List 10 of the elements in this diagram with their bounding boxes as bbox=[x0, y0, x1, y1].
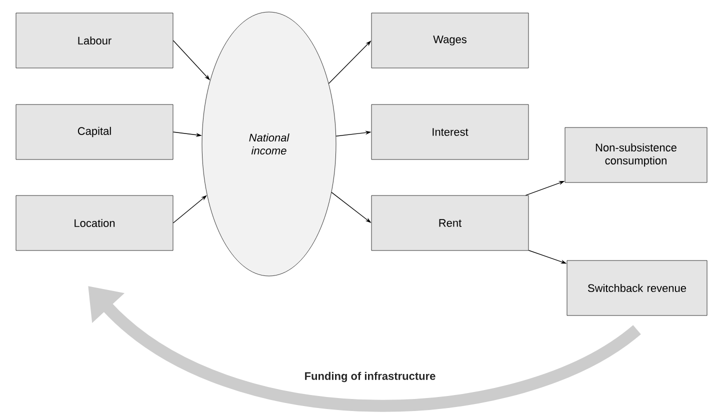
box: Rent bbox=[371, 195, 529, 251]
box: Labour bbox=[16, 12, 174, 68]
box: Capital bbox=[16, 104, 174, 160]
oval: National income bbox=[202, 12, 336, 276]
box: Interest bbox=[371, 104, 529, 160]
box: Switchback revenue bbox=[566, 260, 708, 316]
box: Location bbox=[16, 195, 174, 251]
box: Non-subsistence consumption bbox=[564, 127, 708, 183]
box: Wages bbox=[371, 12, 529, 68]
edge-label: Funding of infrastructure bbox=[305, 372, 436, 382]
